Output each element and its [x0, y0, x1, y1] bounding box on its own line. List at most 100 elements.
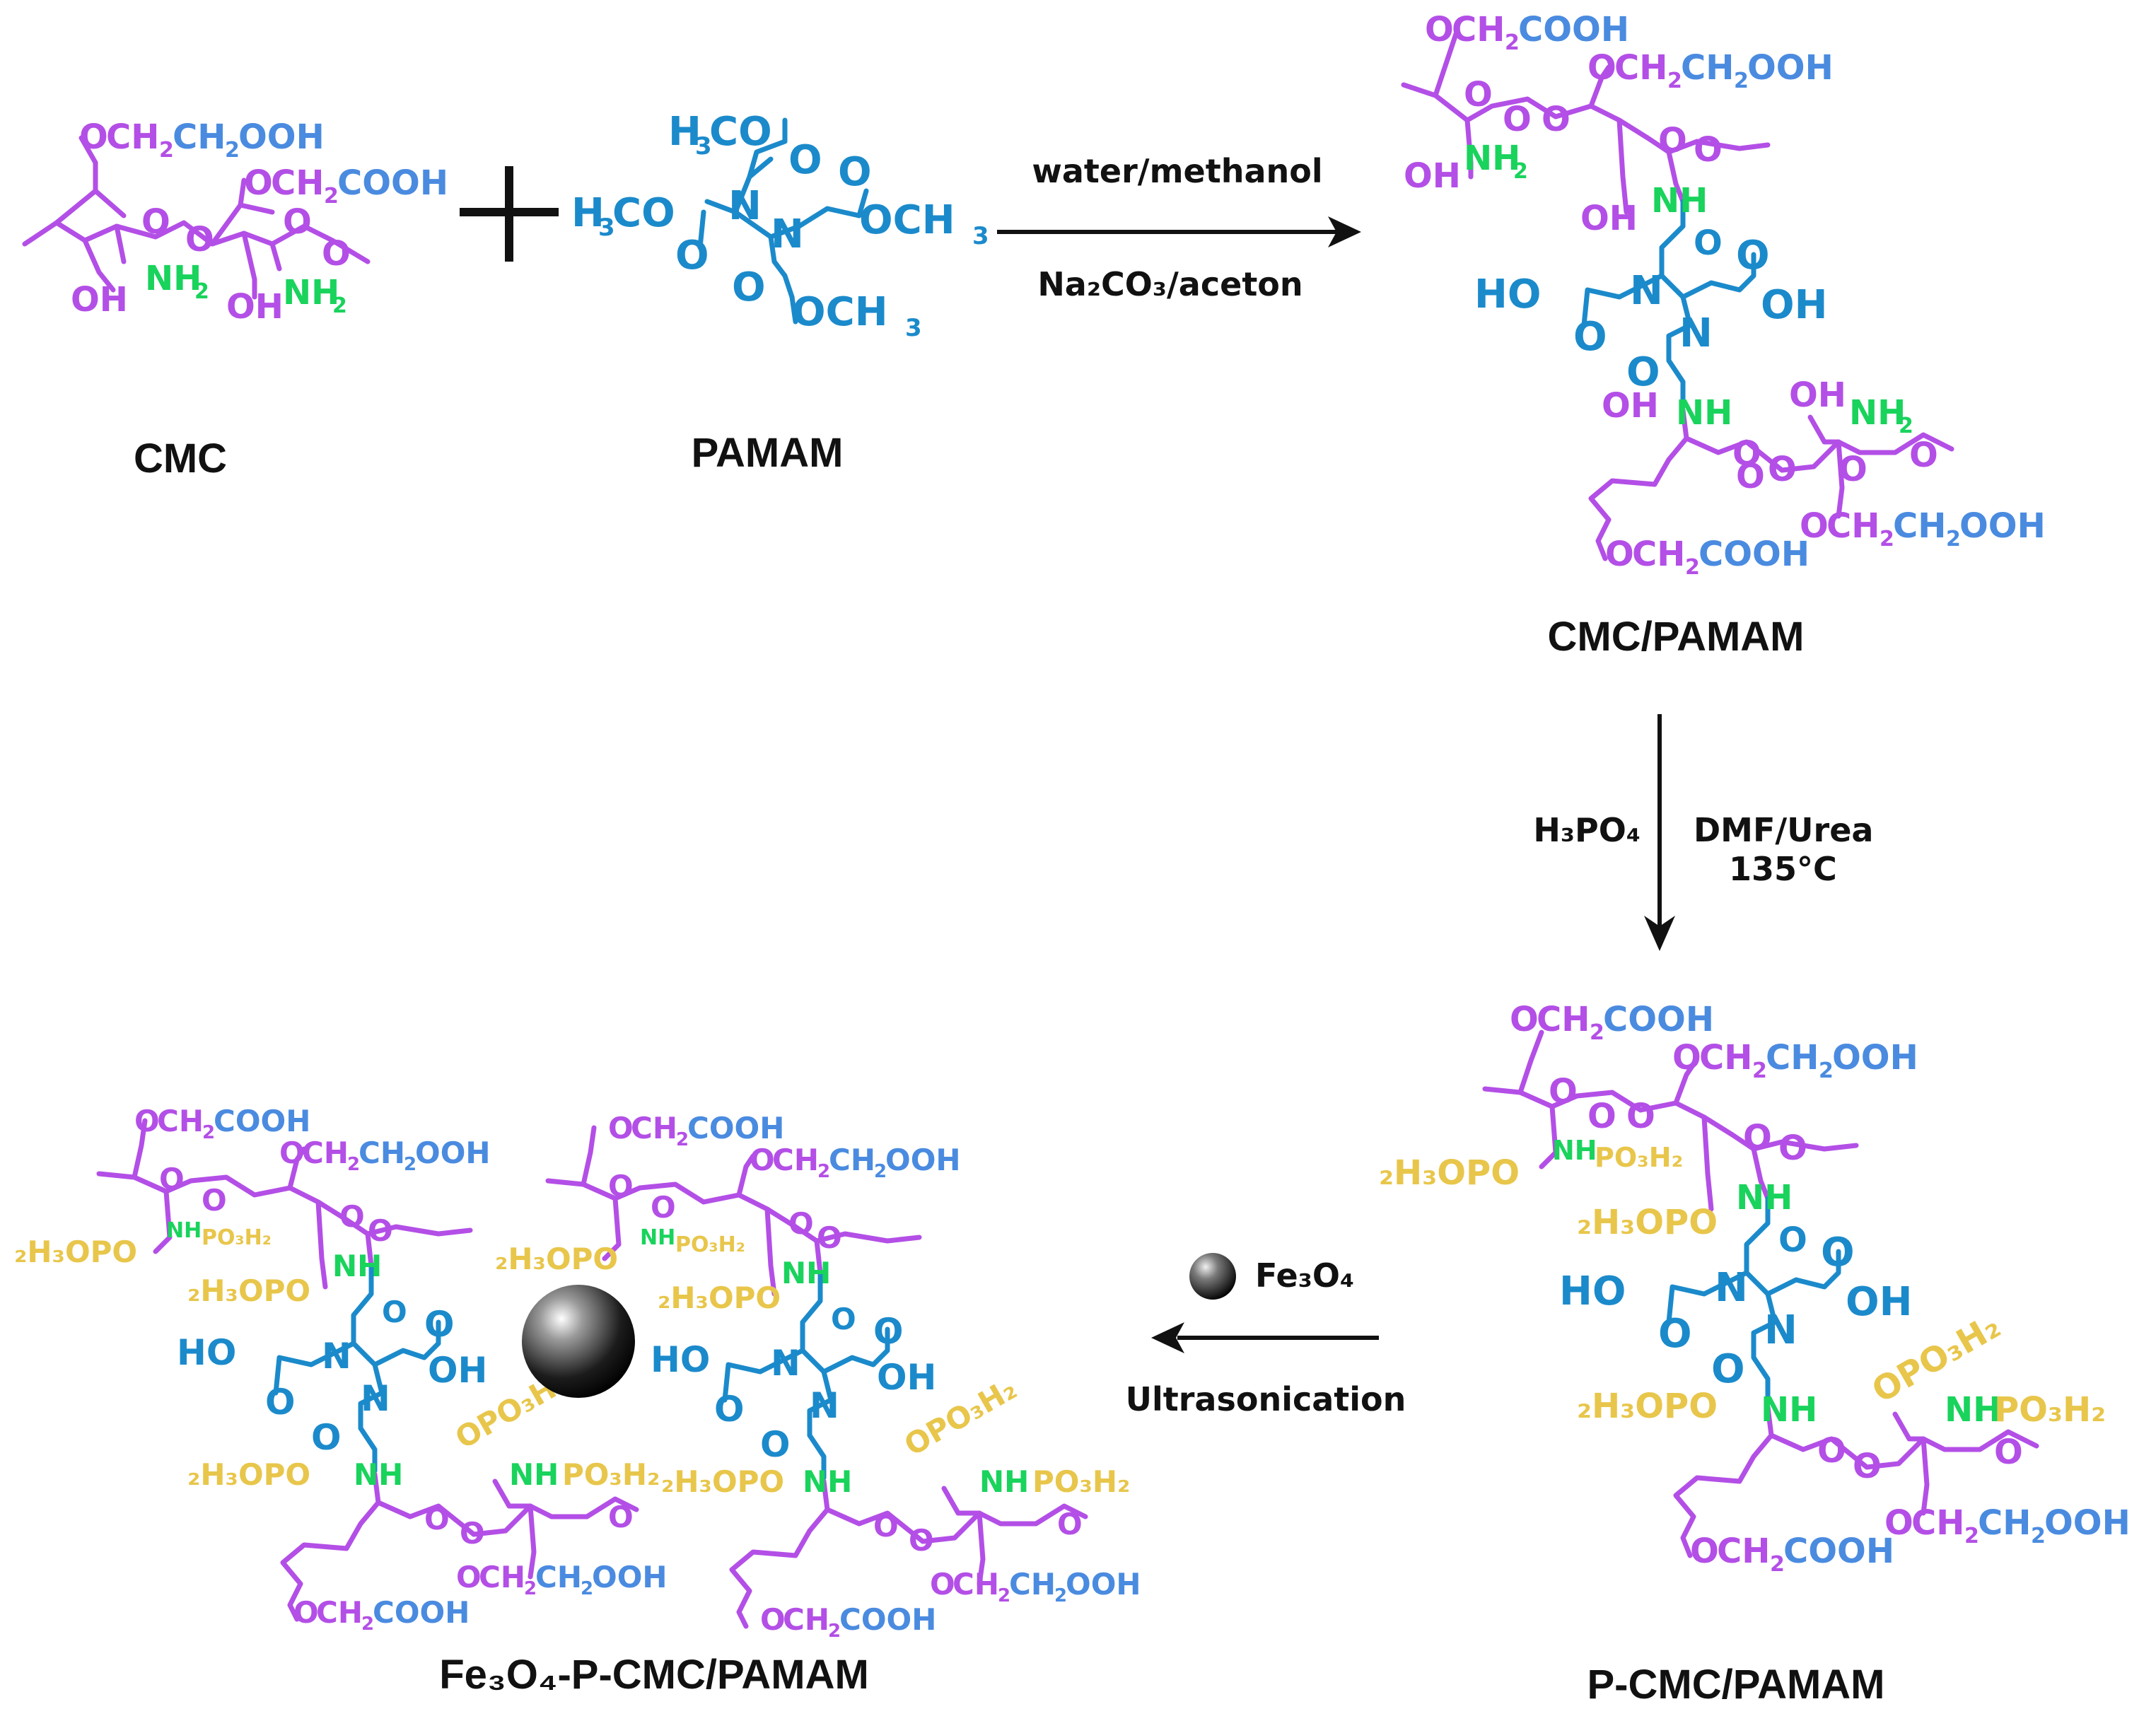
svg-text:O: O: [1694, 223, 1723, 263]
svg-text:O: O: [1658, 1311, 1692, 1357]
svg-text:O: O: [873, 1509, 899, 1544]
svg-text:₂H₃OPO: ₂H₃OPO: [1577, 1387, 1718, 1426]
svg-text:CH: CH: [1826, 506, 1880, 546]
svg-text:N: N: [1630, 268, 1663, 314]
svg-text:CH: CH: [829, 1143, 875, 1177]
svg-text:NH: NH: [166, 1218, 202, 1243]
svg-text:CH: CH: [1766, 1038, 1819, 1078]
svg-text:O: O: [1605, 535, 1634, 574]
svg-text:O: O: [1510, 1000, 1539, 1039]
svg-text:2: 2: [332, 293, 347, 318]
svg-text:O: O: [608, 1111, 634, 1145]
svg-text:3: 3: [972, 222, 989, 250]
svg-text:2: 2: [1770, 1552, 1785, 1577]
svg-text:OH: OH: [1404, 156, 1461, 196]
svg-text:CH: CH: [631, 1111, 677, 1145]
step3-arrow: [1151, 1322, 1379, 1353]
cmc-structure: O CH 2 CH 2 OOH O CH 2 COOH O O O O OH N…: [22, 117, 448, 327]
svg-text:CH: CH: [157, 1104, 204, 1138]
svg-text:O: O: [1690, 1532, 1719, 1571]
svg-text:NH: NH: [1736, 1178, 1793, 1218]
svg-text:NH: NH: [1761, 1390, 1817, 1430]
svg-text:H: H: [571, 190, 605, 236]
svg-text:OOH: OOH: [1747, 48, 1834, 88]
svg-text:2: 2: [676, 1129, 689, 1150]
svg-text:CO: CO: [709, 109, 772, 155]
fe3o4-p-cmc-pamam-label: Fe₃O₄-P-CMC/PAMAM: [439, 1652, 869, 1698]
svg-text:NH: NH: [640, 1225, 675, 1250]
svg-text:PO₃H₂: PO₃H₂: [562, 1457, 660, 1492]
svg-text:2: 2: [1513, 159, 1528, 184]
svg-text:O: O: [1587, 48, 1616, 88]
svg-text:2: 2: [1590, 1020, 1604, 1045]
svg-text:O: O: [1994, 1433, 2023, 1472]
svg-text:O: O: [1587, 1097, 1616, 1136]
svg-text:O: O: [202, 1183, 227, 1218]
svg-text:3: 3: [905, 314, 922, 342]
fe3o4-p-cmc-pamam-structure: O CH 2 COOH O CH 2 CH 2 OOH O O O O ₂H₃O…: [14, 1104, 1141, 1642]
svg-text:NH: NH: [1676, 393, 1732, 433]
svg-text:HO: HO: [1474, 272, 1541, 317]
svg-text:PO₃H₂: PO₃H₂: [1032, 1464, 1130, 1499]
fe3o4-small-nanoparticle-icon: [1189, 1253, 1236, 1300]
svg-text:O: O: [1743, 1118, 1772, 1157]
svg-text:O: O: [788, 1206, 814, 1241]
fe3o4-nanoparticle-icon: [522, 1285, 635, 1398]
svg-text:CH: CH: [1699, 1038, 1752, 1078]
svg-text:O: O: [460, 1516, 485, 1551]
svg-text:CH: CH: [783, 1602, 829, 1637]
svg-text:OH: OH: [1761, 282, 1827, 328]
step3-reagent: Fe₃O₄: [1255, 1256, 1354, 1295]
svg-text:COOH: COOH: [373, 1595, 470, 1630]
svg-text:COOH: COOH: [1698, 535, 1810, 574]
svg-text:PO₃H₂: PO₃H₂: [1994, 1390, 2106, 1430]
svg-text:OH: OH: [1846, 1279, 1912, 1325]
svg-text:COOH: COOH: [214, 1104, 310, 1138]
svg-text:O: O: [79, 117, 108, 157]
svg-text:O: O: [1542, 100, 1571, 139]
svg-text:CH: CH: [772, 1143, 819, 1177]
svg-text:O: O: [1626, 349, 1660, 395]
svg-text:OH: OH: [226, 287, 284, 327]
svg-text:COOH: COOH: [1783, 1532, 1894, 1571]
svg-text:CH: CH: [302, 1136, 349, 1170]
svg-text:O: O: [1464, 75, 1493, 115]
svg-text:OH: OH: [1789, 375, 1846, 415]
svg-text:O: O: [750, 1143, 775, 1177]
svg-text:O: O: [817, 1220, 842, 1255]
svg-text:COOH: COOH: [1603, 1000, 1714, 1039]
cmc-ch2-label: CH: [106, 117, 159, 157]
step1-condition-bottom: Na₂CO₃/aceton: [1037, 265, 1303, 303]
svg-text:OH: OH: [877, 1357, 936, 1398]
svg-text:CH: CH: [1717, 1532, 1770, 1571]
svg-text:NH: NH: [332, 1249, 382, 1283]
svg-text:O: O: [141, 202, 170, 242]
svg-text:2: 2: [1667, 69, 1682, 93]
svg-text:O: O: [1503, 100, 1532, 139]
svg-text:O: O: [185, 220, 214, 259]
svg-text:O: O: [1778, 1220, 1807, 1260]
svg-text:COOH: COOH: [1518, 10, 1629, 49]
svg-text:O: O: [1736, 457, 1765, 496]
svg-text:OH: OH: [71, 280, 128, 320]
svg-text:O: O: [1736, 233, 1770, 279]
svg-text:N: N: [322, 1336, 351, 1377]
svg-text:O: O: [1909, 436, 1938, 475]
step1-condition-top: water/methanol: [1032, 152, 1322, 190]
svg-text:PO₃H₂: PO₃H₂: [202, 1225, 272, 1250]
svg-text:OCH: OCH: [859, 197, 955, 243]
step3-condition-bottom: Ultrasonication: [1126, 1380, 1406, 1418]
svg-text:₂H₃OPO: ₂H₃OPO: [661, 1464, 784, 1499]
svg-text:CH: CH: [1614, 48, 1667, 88]
svg-text:₂H₃OPO: ₂H₃OPO: [1577, 1203, 1718, 1242]
svg-text:CO: CO: [612, 190, 675, 236]
svg-text:CH: CH: [359, 1136, 405, 1170]
svg-text:O: O: [424, 1502, 450, 1536]
svg-text:2: 2: [324, 184, 339, 209]
svg-text:O: O: [1839, 450, 1867, 489]
svg-text:2: 2: [1946, 527, 1961, 552]
svg-text:CH: CH: [1978, 1503, 2031, 1543]
svg-text:CH: CH: [1009, 1567, 1056, 1602]
svg-text:O: O: [159, 1162, 185, 1196]
svg-text:CH: CH: [1632, 535, 1685, 574]
